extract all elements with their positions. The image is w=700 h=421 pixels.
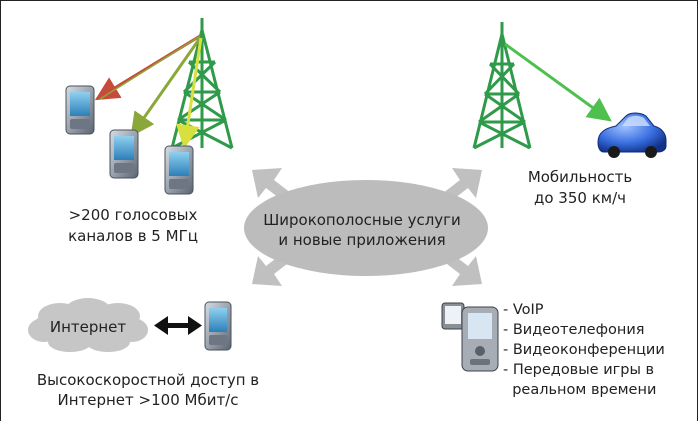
internet-cloud-icon [28,298,148,352]
internet-access-line-2: Интернет >100 Мбит/с [57,391,239,409]
application-item: реальном времени [503,382,657,398]
link-to-phone-3 [175,37,203,149]
internet-access-line-1: Высокоскоростной доступ в [36,371,260,389]
voice-channels-line-1: >200 голосовых [68,206,198,224]
application-item: - Видеоконференции [503,342,665,358]
voice-channels-label: >200 голосовых каналов в 5 МГц [42,205,224,247]
internet-label: Интернет [49,318,127,336]
phone-icon-4 [204,301,232,351]
link-to-car [504,42,612,122]
link-to-phone-2 [130,37,202,137]
broadband-services-label: Широкополосные услуги и новые приложения [252,210,472,250]
internet-access-label: Высокоскоростной доступ в Интернет >100 … [18,370,278,410]
left-tower-icon [170,18,234,150]
applications-list: - VoIP - Видеотелефония - Видеоконференц… [503,300,698,400]
right-tower-icon [472,22,532,150]
phone-icon-1 [65,85,95,135]
application-item: - Видеотелефония [503,322,645,338]
car-icon [597,112,667,158]
broadband-line-2: и новые приложения [278,231,446,249]
broadband-ellipse [244,180,488,276]
phone-icon-3 [164,145,194,195]
link-to-phone-1-shadow [99,35,201,100]
voice-channels-line-2: каналов в 5 МГц [68,227,198,245]
video-phone-icon [441,302,499,372]
broadband-line-1: Широкополосные услуги [263,211,461,229]
broadband-hub [244,168,488,286]
double-arrow-icon [154,316,202,335]
application-item: - VoIP [503,302,544,318]
mobility-line-2: до 350 км/ч [533,189,626,207]
mobility-line-1: Мобильность [527,168,633,186]
mobility-label: Мобильность до 350 км/ч [515,167,645,209]
application-item: - Передовые игры в [503,362,655,378]
radio-links [94,34,203,149]
phone-icon-2 [109,129,139,179]
